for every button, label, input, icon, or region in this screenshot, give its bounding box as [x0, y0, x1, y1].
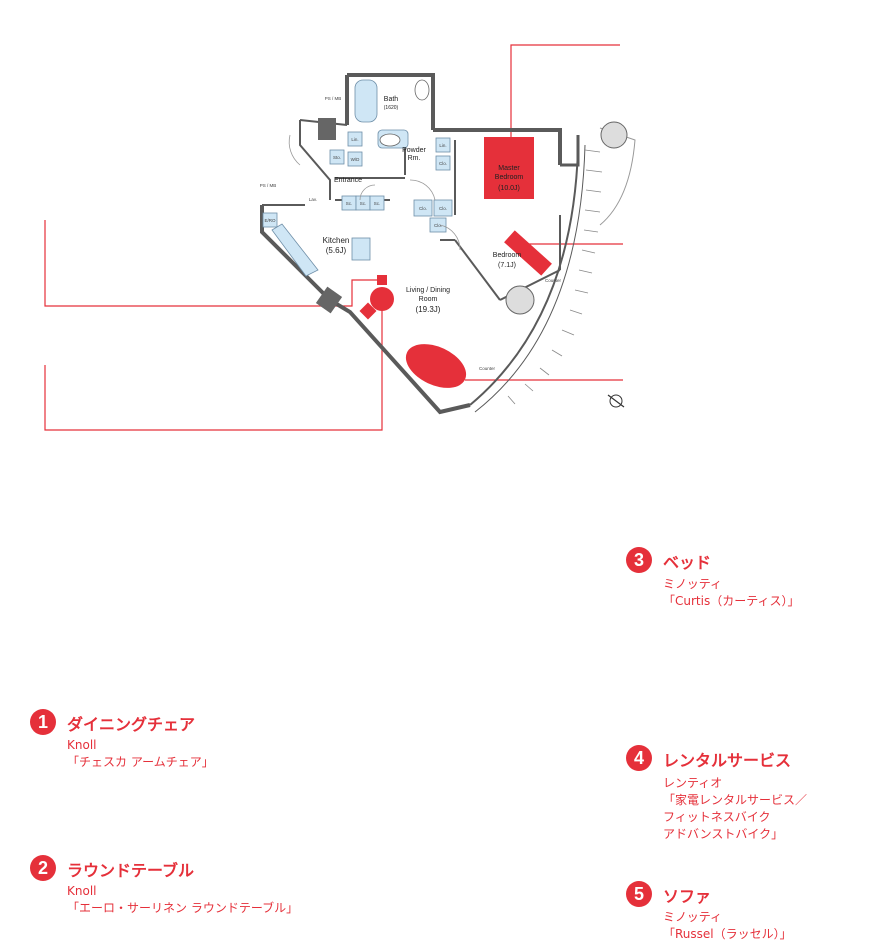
label-wd: W/D	[351, 157, 360, 162]
callout-4-line-2: 「家電レンタルサービス／	[663, 793, 808, 807]
callout-5-brand: ミノッティ	[663, 910, 723, 924]
callout-2-badge: 2	[30, 855, 56, 881]
balcony-outline	[599, 127, 636, 226]
round-table	[370, 287, 394, 311]
column-bottom	[315, 286, 343, 314]
callout-5-title: ソファ	[663, 887, 712, 906]
callout-5-badge: 5	[626, 881, 652, 907]
callout-4-line-3: フィットネスバイク	[663, 810, 771, 824]
callout-1-brand: Knoll	[67, 738, 97, 752]
label-psmb-2: PS / MB	[260, 183, 277, 188]
callout-3-title: ベッド	[663, 553, 712, 572]
label-counter-1: Counter	[545, 278, 562, 283]
label-clo-1: Clo.	[439, 161, 447, 166]
bedroom-chair-icon	[505, 285, 535, 315]
callout-2-product: 「エーロ・サーリネン ラウンドテーブル」	[67, 901, 299, 915]
label-erio: E/RO	[264, 218, 276, 223]
label-living: Living / Dining	[406, 287, 450, 294]
label-kitchen-size: (5.6J)	[326, 246, 347, 255]
label-lav: Lav.	[309, 197, 317, 202]
callout-5-details: ミノッティ 「Russel（ラッセル）」	[663, 909, 792, 943]
label-master2: Bedroom	[495, 174, 524, 181]
label-entrance: Entrance	[334, 177, 362, 184]
callout-1-title: ダイニングチェア	[67, 715, 196, 734]
callout-3-details: ミノッティ 「Curtis（カーティス）」	[663, 576, 800, 610]
label-bedroom: Bedroom	[493, 252, 522, 259]
label-lin: Lin.	[351, 137, 358, 142]
callout-3-brand: ミノッティ	[663, 577, 723, 591]
master-bed	[484, 137, 534, 199]
fixtures	[262, 79, 453, 277]
label-living2: Room	[419, 296, 438, 303]
balcony-hatch	[507, 149, 603, 405]
label-psmb-1: PS / MB	[325, 96, 342, 101]
callout-2-title: ラウンドテーブル	[67, 861, 195, 880]
label-sc-1: Sc.	[346, 201, 353, 206]
compass-icon	[607, 394, 625, 408]
label-sc-2: Sc.	[360, 201, 367, 206]
callout-2-details: Knoll 「エーロ・サーリネン ラウンドテーブル」	[67, 883, 298, 917]
label-master: Master	[498, 165, 520, 172]
toilet-icon	[414, 79, 430, 101]
column-top	[318, 118, 336, 140]
connector-1	[44, 220, 380, 307]
connector-lines	[44, 44, 623, 431]
label-clo-4: Clo.	[434, 223, 442, 228]
balcony-planter-icon	[600, 121, 628, 149]
kitchen-island	[351, 237, 371, 261]
dining-chair-1	[359, 302, 377, 320]
callout-3-badge: 3	[626, 547, 652, 573]
kitchen-counter	[271, 223, 319, 277]
connector-2	[44, 300, 383, 431]
bathtub-icon	[354, 79, 378, 123]
label-master-size: (10.0J)	[498, 185, 520, 192]
label-powder: Powder	[402, 147, 426, 154]
label-sc-3: Sc.	[374, 201, 381, 206]
label-living-size: (19.3J)	[416, 305, 441, 314]
label-powder2: Rm.	[408, 155, 421, 162]
fitness-bike	[504, 230, 552, 276]
callout-2-brand: Knoll	[67, 884, 97, 898]
label-bath: Bath	[384, 96, 399, 103]
connector-3	[510, 44, 620, 140]
callout-4-brand: レンティオ	[663, 776, 723, 790]
label-kitchen: Kitchen	[323, 236, 350, 245]
callout-3-product: 「Curtis（カーティス）」	[663, 594, 800, 608]
room-labels: Bath (1620) Powder Rm. Entrance Kitchen …	[323, 96, 524, 314]
label-bedroom-size: (7.1J)	[498, 262, 516, 269]
callout-4-title: レンタルサービス	[663, 751, 792, 770]
label-sto: Sto.	[333, 155, 341, 160]
callout-1-product: 「チェスカ アームチェア」	[67, 755, 214, 769]
floor-plan-diagram: Bath (1620) Powder Rm. Entrance Kitchen …	[30, 44, 807, 941]
label-lin-2: Lin.	[439, 143, 446, 148]
walls	[260, 73, 586, 415]
callout-1-badge: 1	[30, 709, 56, 735]
dining-chair-2	[377, 275, 387, 285]
callout-4-line-4: アドバンストバイク」	[663, 827, 784, 841]
label-clo-2: Clo.	[419, 206, 427, 211]
floor-plan-svg: Bath (1620) Powder Rm. Entrance Kitchen …	[44, 44, 636, 431]
label-clo-3: Clo.	[439, 206, 447, 211]
callout-4-badge: 4	[626, 745, 652, 771]
small-labels: PS / MB PS / MB Sto. W/D Lin. Lin. Clo. …	[260, 96, 562, 371]
label-counter-2: Counter	[479, 366, 496, 371]
sofa	[405, 344, 467, 388]
label-bath-size: (1620)	[384, 105, 399, 111]
callout-1-details: Knoll 「チェスカ アームチェア」	[67, 737, 214, 771]
callout-4-details: レンティオ 「家電レンタルサービス／ フィットネスバイク アドバンストバイク」	[663, 775, 807, 843]
door-swings	[288, 134, 461, 251]
callout-5-product: 「Russel（ラッセル）」	[663, 927, 792, 941]
